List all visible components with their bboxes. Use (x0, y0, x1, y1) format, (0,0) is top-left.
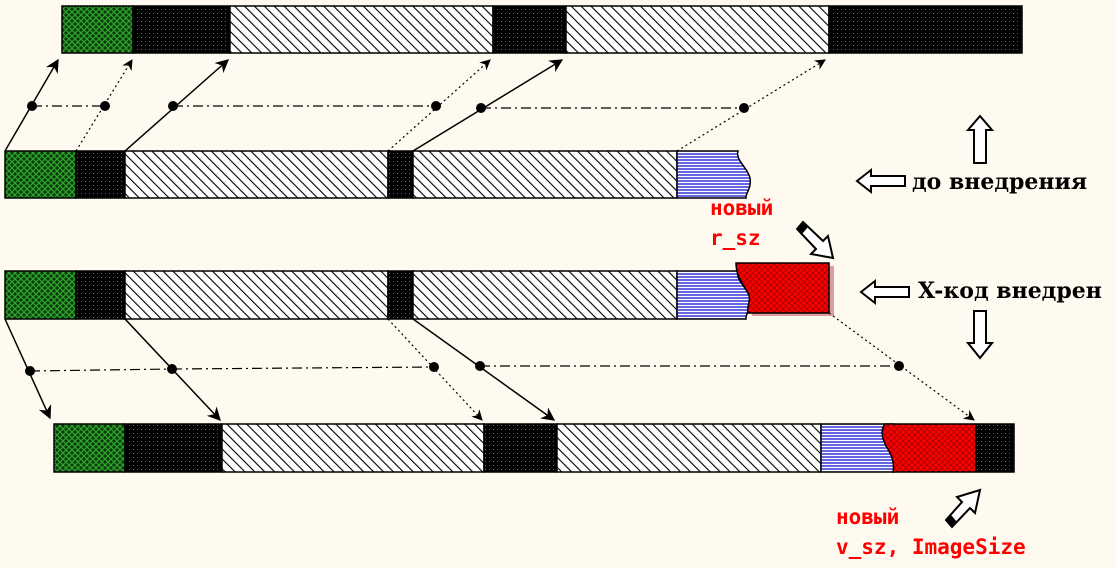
mapping-arrows-top (4, 58, 826, 152)
header-segment (4, 150, 77, 199)
file-bar-before (4, 150, 752, 199)
gap-segment (132, 5, 231, 54)
gap-segment (387, 270, 414, 320)
section-segment (556, 423, 822, 473)
section-segment (229, 5, 494, 54)
down-arrow-icon (965, 310, 995, 360)
overlay-segment (676, 150, 752, 199)
header-segment (4, 270, 77, 320)
section-segment (412, 150, 678, 199)
header-segment (61, 5, 134, 54)
label-new-r-sz-field: r_sz (710, 226, 761, 250)
section-segment (124, 270, 389, 320)
mapping-dots-top (27, 101, 749, 113)
label-before-injection: до внедрения (912, 169, 1087, 195)
gap-segment (387, 150, 414, 199)
section-segment (412, 270, 678, 320)
section-segment (221, 423, 485, 473)
gap-segment (492, 5, 567, 54)
top-memory-bar (61, 5, 1023, 54)
label-new-v-sz-title: новый (836, 505, 899, 529)
section-segment (565, 5, 830, 54)
diagonal-arrow-r-sz-icon (795, 220, 835, 260)
mapping-arrows-bottom (4, 312, 975, 421)
mapping-dots-bottom (25, 361, 904, 376)
gap-segment (75, 150, 126, 199)
gap-segment (75, 270, 126, 320)
label-new-v-sz-field: v_sz, ImageSize (836, 535, 1026, 559)
bottom-memory-bar (53, 423, 1015, 473)
left-arrow-after-icon (859, 278, 910, 306)
section-segment (124, 150, 389, 199)
file-bar-after (4, 262, 834, 320)
injected-code-segment (881, 423, 977, 473)
label-after-injection: X-код внедрен (918, 278, 1102, 304)
diagonal-arrow-v-sz-icon (944, 488, 982, 529)
left-arrow-before-icon (855, 167, 906, 195)
injected-code-segment (735, 262, 830, 314)
header-segment (53, 423, 126, 473)
up-arrow-icon (965, 114, 995, 164)
gap-segment (828, 5, 1023, 54)
gap-segment (124, 423, 223, 473)
label-new-r-sz-title: новый (710, 196, 773, 220)
gap-segment (975, 423, 1015, 473)
gap-segment (483, 423, 558, 473)
